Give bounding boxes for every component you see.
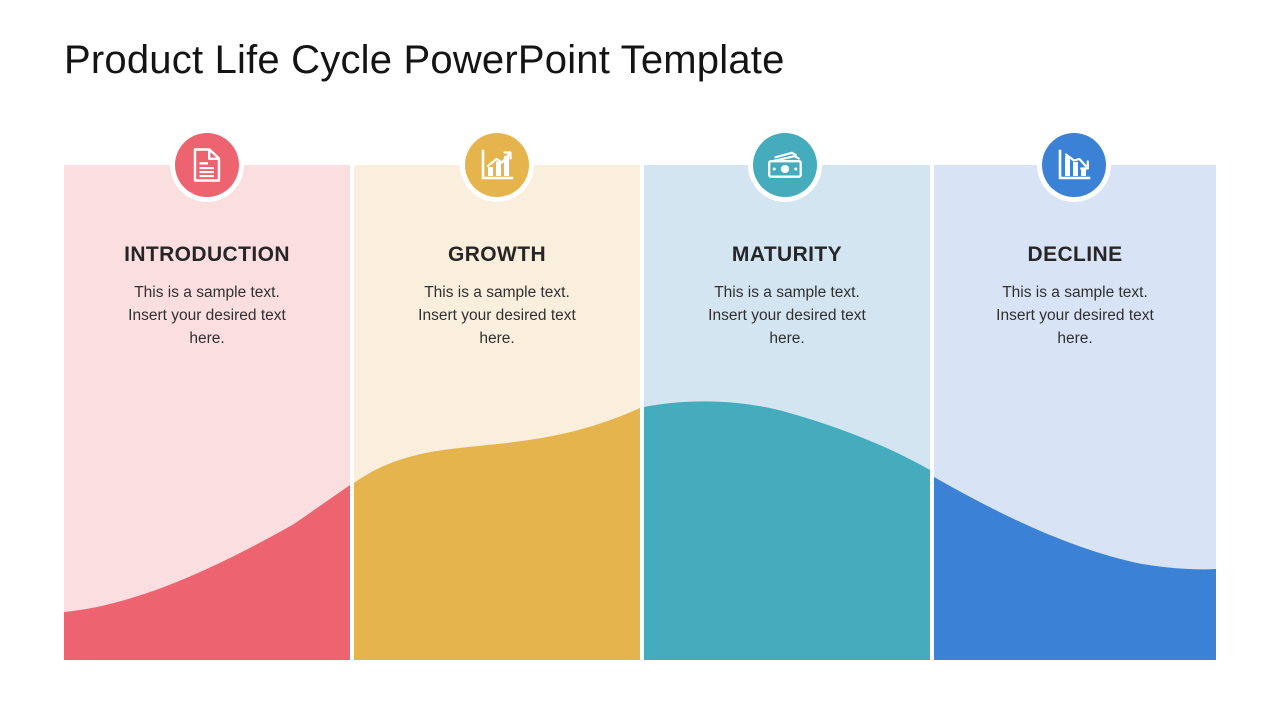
icon-disc-introduction <box>175 133 239 197</box>
document-icon <box>193 148 221 182</box>
icon-disc-maturity <box>753 133 817 197</box>
stage-body-growth: This is a sample text. Insert your desir… <box>418 284 576 347</box>
stage-panel-introduction[interactable]: INTRODUCTION This is a sample text. Inse… <box>64 165 350 660</box>
stage-panel-decline[interactable]: DECLINE This is a sample text. Insert yo… <box>934 165 1216 660</box>
stage-curve-decline <box>934 477 1216 660</box>
money-icon <box>768 151 802 178</box>
icon-disc-decline <box>1042 133 1106 197</box>
stage-heading-decline: DECLINE <box>1027 243 1123 266</box>
stage-heading-growth: GROWTH <box>447 243 547 266</box>
page-title: Product Life Cycle PowerPoint Template <box>64 38 785 82</box>
stage-body-maturity: This is a sample text. Insert your desir… <box>708 284 866 347</box>
icon-disc-growth <box>465 133 529 197</box>
bar-chart-up-icon <box>481 149 514 180</box>
stage-text-maturity: MATURITY This is a sample text. Insert y… <box>644 243 930 350</box>
stage-text-growth: GROWTH This is a sample text. Insert you… <box>354 243 640 350</box>
stage-icon-badge-maturity[interactable] <box>748 128 822 202</box>
stage-icon-badge-introduction[interactable] <box>170 128 244 202</box>
stage-icon-badge-decline[interactable] <box>1037 128 1111 202</box>
stage-curve-growth <box>354 408 640 660</box>
stage-panel-maturity[interactable]: MATURITY This is a sample text. Insert y… <box>644 165 930 660</box>
stage-icon-badge-growth[interactable] <box>460 128 534 202</box>
stage-heading-maturity: MATURITY <box>731 243 843 266</box>
stage-text-introduction: INTRODUCTION This is a sample text. Inse… <box>64 243 350 350</box>
stage-curve-introduction <box>64 485 350 660</box>
stage-body-introduction: This is a sample text. Insert your desir… <box>128 284 286 347</box>
stage-curve-maturity <box>644 401 930 660</box>
bar-chart-down-icon <box>1058 149 1091 180</box>
stage-panel-growth[interactable]: GROWTH This is a sample text. Insert you… <box>354 165 640 660</box>
product-life-cycle-chart: INTRODUCTION This is a sample text. Inse… <box>64 165 1216 660</box>
stage-text-decline: DECLINE This is a sample text. Insert yo… <box>934 243 1216 350</box>
stage-body-decline: This is a sample text. Insert your desir… <box>996 284 1154 347</box>
stage-heading-introduction: INTRODUCTION <box>124 243 290 266</box>
